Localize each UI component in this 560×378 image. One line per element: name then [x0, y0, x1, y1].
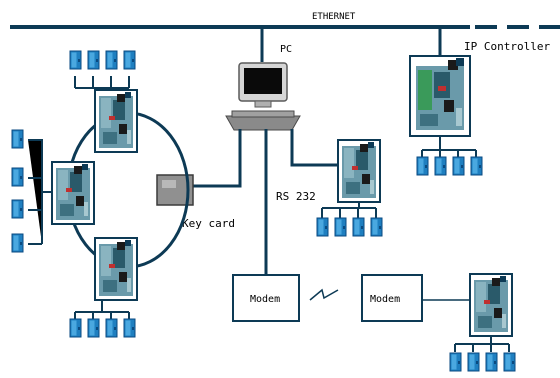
pc-icon — [225, 62, 301, 131]
modem-right: Modem — [361, 274, 423, 322]
pc-label: PC — [280, 44, 292, 55]
ip-controller — [409, 55, 482, 175]
controller-ring-top — [70, 51, 138, 153]
svg-text:Modem: Modem — [370, 294, 400, 305]
keycard-label: Key card — [182, 217, 235, 230]
controller-rs232 — [317, 139, 382, 236]
pc-links — [193, 129, 340, 283]
rs232-label: RS 232 — [276, 190, 316, 203]
svg-text:Modem: Modem — [250, 294, 280, 305]
modem-left: Modem — [232, 274, 300, 322]
controller-ring-left — [11, 129, 95, 253]
ethernet-label: ETHERNET — [312, 12, 356, 22]
modem-link-icon — [309, 288, 339, 301]
controller-ring-bottom — [70, 237, 138, 337]
ethernet-bus — [10, 25, 560, 62]
ip-controller-label: IP Controller — [464, 40, 550, 53]
controller-remote — [450, 273, 515, 371]
